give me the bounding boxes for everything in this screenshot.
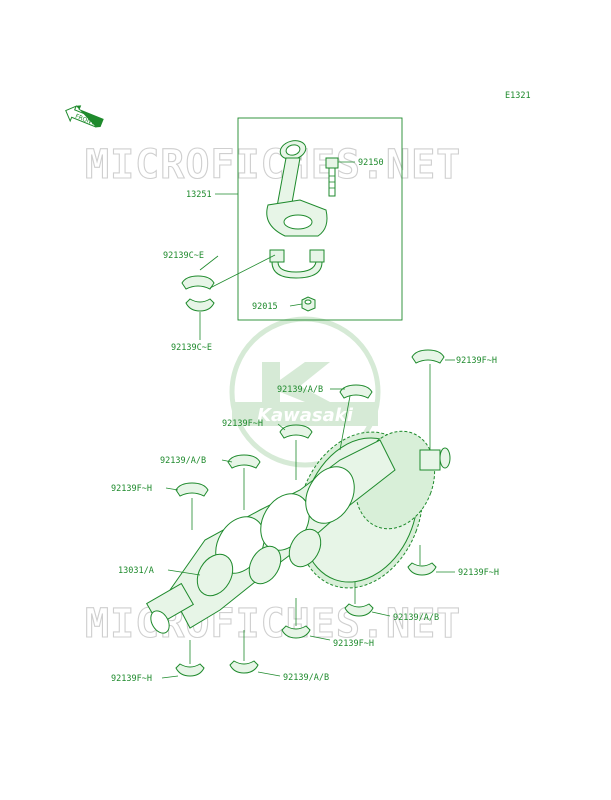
bearing-shell <box>407 562 437 576</box>
watermark-top: MICROFICHES.NET <box>85 142 461 188</box>
part-labels: 92150 13251 92139C~E 92015 92139C~E 9213… <box>111 158 499 684</box>
connecting-rod <box>266 140 328 237</box>
leader-lines <box>161 161 455 679</box>
bearing-shell <box>411 349 445 364</box>
bearing-shell <box>229 660 259 674</box>
bearing-shell <box>227 454 261 469</box>
label-92139f-h-left: 92139F~H <box>111 484 152 494</box>
bearing-shell <box>181 275 215 290</box>
bearing-shell <box>175 663 205 677</box>
crankshaft <box>145 430 451 634</box>
bearing-shell <box>279 424 313 439</box>
label-92139c-e-top: 92139C~E <box>163 251 204 261</box>
label-92139f-h-lower-right: 92139F~H <box>458 568 499 578</box>
label-92139-a-b-lower-right: 92139/A/B <box>393 613 439 623</box>
label-92139c-e-bottom: 92139C~E <box>171 343 212 353</box>
connecting-rod-box <box>237 117 403 321</box>
front-arrow-icon: FRONT <box>65 105 104 128</box>
rod-cap <box>269 249 325 279</box>
label-92139f-h-upper-right: 92139F~H <box>456 356 497 366</box>
diagram-code: E1321 <box>505 91 531 101</box>
label-92139-a-b-bottom: 92139/A/B <box>283 673 329 683</box>
label-92139f-h-lower-center: 92139F~H <box>333 639 374 649</box>
label-92139-a-b-center: 92139/A/B <box>277 385 323 395</box>
logo-text: Kawasaki <box>257 405 354 426</box>
label-92139f-h-bottom-left: 92139F~H <box>111 674 152 684</box>
label-92015: 92015 <box>252 302 278 312</box>
nut-92015 <box>301 296 316 312</box>
bearing-shell <box>175 482 209 497</box>
bearing-shell <box>185 298 215 312</box>
label-92150: 92150 <box>358 158 384 168</box>
label-13251: 13251 <box>186 190 212 200</box>
kawasaki-logo: Kawasaki <box>229 316 381 468</box>
label-92139f-h-center: 92139F~H <box>222 419 263 429</box>
bolt-92150 <box>325 157 339 197</box>
bearing-shell <box>344 603 374 617</box>
bearing-shells <box>175 275 445 677</box>
label-92139-a-b-left: 92139/A/B <box>160 456 206 466</box>
bearing-shell <box>281 625 311 639</box>
label-13031-a: 13031/A <box>118 566 154 576</box>
watermark-bottom: MICROFICHES.NET <box>85 601 461 647</box>
bearing-shell <box>339 384 373 399</box>
